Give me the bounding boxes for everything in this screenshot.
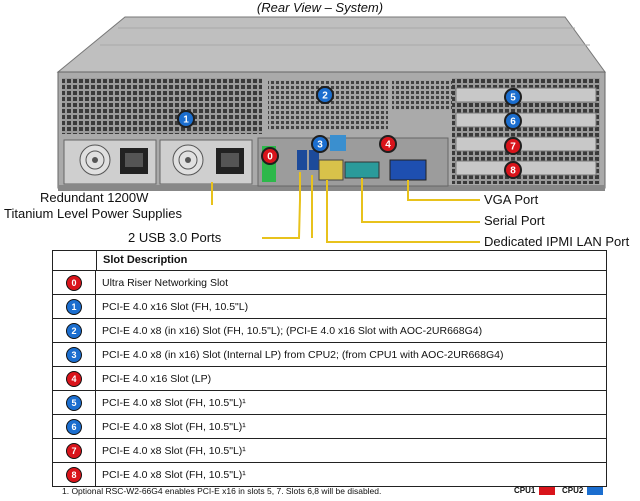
usb-callout-line [262,172,301,239]
ipmi-callout-line [326,180,480,243]
psu-label-line1: Redundant 1200W [40,190,149,205]
slot-number-cell: 1 [53,295,96,318]
slot-badge: 6 [66,418,82,435]
slot-badge: 8 [66,466,82,483]
slot-number-cell: 7 [53,439,96,462]
slot-number-cell: 5 [53,391,96,414]
table-row: 2 PCI-E 4.0 x8 (in x16) Slot (FH, 10.5"L)… [53,319,606,343]
slot-description: PCI-E 4.0 x8 (in x16) Slot (Internal LP)… [102,348,504,361]
slot-description: PCI-E 4.0 x8 (in x16) Slot (FH, 10.5"L);… [102,324,483,337]
slot-marker-label: 0 [267,152,273,163]
legend-cpu2: CPU2 [562,486,604,495]
slot-marker-5: 5 [504,88,522,106]
slot-description: PCI-E 4.0 x8 Slot (FH, 10.5"L)¹ [102,468,246,481]
slot-marker-label: 7 [510,142,516,153]
usb-port-1 [297,150,307,170]
slot-number-cell: 3 [53,343,96,366]
slot-description: PCI-E 4.0 x8 Slot (FH, 10.5"L)¹ [102,396,246,409]
table-row: 3 PCI-E 4.0 x8 (in x16) Slot (Internal LP… [53,343,606,367]
slot-badge: 4 [66,370,82,387]
slot-description: PCI-E 4.0 x8 Slot (FH, 10.5"L)¹ [102,444,246,457]
usb-port-2 [309,150,319,170]
slot-marker-label: 3 [317,140,323,151]
serial-port-label: Serial Port [484,213,545,228]
slot-marker-label: 2 [322,91,328,102]
slot-number-cell: 8 [53,463,96,486]
slot-number-cell: 2 [53,319,96,342]
legend-cpu2-swatch [587,486,604,495]
slot-number-cell: 6 [53,415,96,438]
footnote: 1. Optional RSC-W2-66G4 enables PCI-E x1… [62,486,382,496]
slot-marker-3: 3 [311,135,329,153]
slot-badge: 5 [66,394,82,411]
slot-marker-2: 2 [316,86,334,104]
slot-marker-6: 6 [504,112,522,130]
slot-markers: 0 1 2 3 4 5 6 7 8 [177,86,522,179]
legend-cpu1-label: CPU1 [514,486,536,495]
slot-marker-label: 5 [510,93,516,104]
slot-description-table: Slot Description 0 Ultra Riser Networking… [52,250,607,487]
vga-port [389,159,427,181]
slot-marker-8: 8 [504,161,522,179]
table-header: Slot Description [53,251,606,271]
slot-badge: 1 [66,298,82,315]
psu-fan-1 [79,144,111,176]
table-row: 5 PCI-E 4.0 x8 Slot (FH, 10.5"L)¹ [53,391,606,415]
diagram-title: (Rear View – System) [256,0,384,15]
slot-badge: 7 [66,442,82,459]
slot-marker-label: 1 [183,115,189,126]
table-row: 7 PCI-E 4.0 x8 Slot (FH, 10.5"L)¹ [53,439,606,463]
legend-cpu1-swatch [539,486,556,495]
usb-ports-label: 2 USB 3.0 Ports [128,230,222,245]
slot-badge: 0 [66,274,82,291]
legend-cpu1: CPU1 [514,486,556,495]
vga-port-label: VGA Port [484,192,539,207]
slot-description: PCI-E 4.0 x8 Slot (FH, 10.5"L)¹ [102,420,246,433]
serial-port [344,161,380,179]
slot-description: Ultra Riser Networking Slot [102,276,229,289]
ipmi-lan-port-label: Dedicated IPMI LAN Port [484,234,630,249]
slot-marker-4: 4 [379,135,397,153]
table-row: 8 PCI-E 4.0 x8 Slot (FH, 10.5"L)¹ [53,463,606,486]
slot-marker-1: 1 [177,110,195,128]
left-vent-grille [62,78,262,134]
table-row: 1 PCI-E 4.0 x16 Slot (FH, 10.5"L) [53,295,606,319]
table-row: 0 Ultra Riser Networking Slot [53,271,606,295]
psu-fan-2 [172,144,204,176]
slot-badge: 2 [66,322,82,339]
serial-callout-line [361,178,480,223]
table-header-label: Slot Description [103,254,188,266]
slot-description: PCI-E 4.0 x16 Slot (LP) [102,372,212,385]
slot-marker-label: 4 [385,140,391,151]
slot-marker-label: 8 [510,166,516,177]
slot-marker-label: 6 [510,117,516,128]
legend-cpu2-label: CPU2 [562,486,584,495]
ipmi-lan-port [318,159,344,181]
slot-number-cell: 4 [53,367,96,390]
slot-number-cell: 0 [53,271,96,294]
slot-marker-0: 0 [261,147,279,165]
table-row: 6 PCI-E 4.0 x8 Slot (FH, 10.5"L)¹ [53,415,606,439]
vga-callout-line [407,180,480,201]
server-rear-illustration: 0 1 2 3 4 5 6 7 8 [56,16,606,243]
table-row: 4 PCI-E 4.0 x16 Slot (LP) [53,367,606,391]
slot-marker-7: 7 [504,137,522,155]
slot-description: PCI-E 4.0 x16 Slot (FH, 10.5"L) [102,300,249,313]
psu-label-line2: Titanium Level Power Supplies [4,206,182,221]
slot-badge: 3 [66,346,82,363]
